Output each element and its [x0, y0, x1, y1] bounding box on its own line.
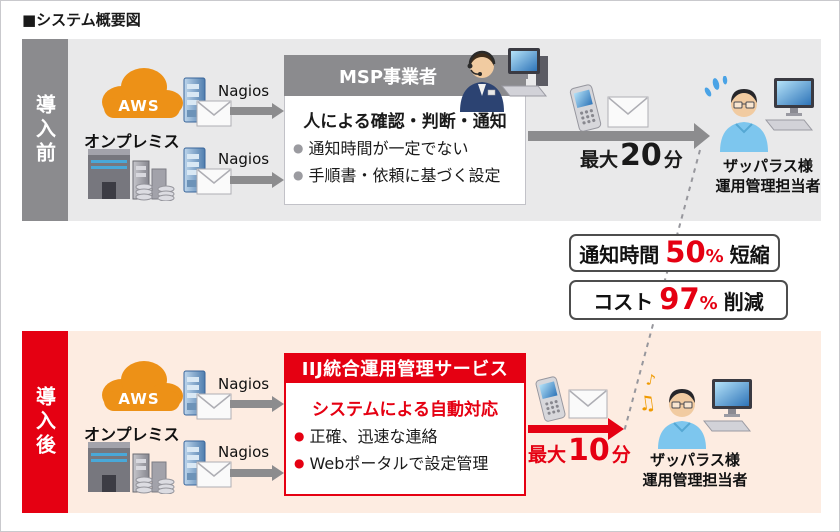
callout-unit: % [705, 245, 724, 267]
duration-suffix: 分 [611, 443, 631, 466]
mail-icon [568, 389, 608, 419]
mail-icon [196, 100, 232, 127]
callout-label: コスト [593, 289, 654, 314]
flow-arrow [230, 400, 272, 408]
mobile-phone-icon [533, 375, 570, 428]
recipient-line2: 運用管理担当者 [642, 470, 748, 489]
aws-cloud-label: AWS [118, 390, 159, 408]
duration-value: 10 [568, 433, 610, 468]
nagios-label: Nagios [218, 375, 270, 393]
aws-cloud-icon: AWS [102, 361, 183, 411]
msp-headline: 人による確認・判断・通知 [303, 112, 507, 132]
iij-bullet-text: Webポータルで設定管理 [309, 454, 489, 473]
recipient-line1: ザッパラス様 [650, 451, 740, 469]
bullet-icon: ● [294, 429, 305, 443]
duration-prefix: 最大 [528, 443, 567, 466]
notify-arrow-fast [528, 425, 608, 433]
aws-cloud-label: AWS [118, 97, 159, 115]
bullet-icon: ● [294, 456, 305, 470]
max-duration: 最大 20 分 [580, 138, 683, 173]
mail-icon [196, 461, 232, 488]
flow-arrow [230, 107, 272, 115]
callout-label: 通知時間 [579, 242, 660, 267]
recipient-label: ザッパラス様 運用管理担当者 [620, 451, 770, 490]
section-before: 導入前 AWS Nagios オンプレミス [22, 39, 821, 221]
callout-percentage: 50 % [665, 235, 724, 270]
msp-bullet: ● 通知時間が一定でない [293, 139, 517, 159]
iij-box-header: IIJ統合運用管理サービス [284, 353, 526, 383]
bullet-icon: ● [293, 141, 304, 155]
recipient-line1: ザッパラス様 [723, 157, 813, 175]
iij-box: IIJ統合運用管理サービス システムによる自動対応 ● 正確、迅速な連絡 ● W… [284, 353, 526, 496]
iij-bullet: ● Webポータルで設定管理 [294, 454, 516, 474]
recipient-label: ザッパラス様 運用管理担当者 [702, 157, 834, 196]
customer-worried-icon [704, 76, 814, 152]
callout-value: 97 [659, 282, 700, 317]
iij-bullet-text: 正確、迅速な連絡 [309, 427, 438, 446]
onprem-datacenter-icon [88, 149, 175, 201]
msp-box-body: 人による確認・判断・通知 ● 通知時間が一定でない ● 手順書・依頼に基づく設定 [284, 96, 526, 205]
notify-arrow [528, 131, 694, 141]
callout-value: 50 [665, 235, 706, 270]
recipient-line2: 運用管理担当者 [715, 176, 821, 195]
msp-bullet: ● 手順書・依頼に基づく設定 [293, 166, 517, 186]
callout-notification-time: 通知時間 50 % 短縮 [569, 234, 780, 272]
mail-icon [196, 393, 232, 420]
iij-box-body: システムによる自動対応 ● 正確、迅速な連絡 ● Webポータルで設定管理 [284, 383, 526, 496]
nagios-label: Nagios [218, 443, 270, 461]
msp-operator-icon [460, 48, 548, 112]
nagios-label: Nagios [218, 82, 270, 100]
aws-cloud-icon: AWS [102, 68, 183, 118]
msp-bullet-text: 手順書・依頼に基づく設定 [308, 166, 501, 185]
nagios-label: Nagios [218, 150, 270, 168]
duration-value: 20 [620, 138, 662, 173]
page-title: ■システム概要図 [22, 11, 141, 29]
callout-percentage: 97 % [659, 282, 718, 317]
mobile-phone-icon [567, 83, 604, 138]
before-band-label: 導入前 [22, 39, 68, 221]
onprem-label: オンプレミス [84, 132, 180, 151]
after-band-label: 導入後 [22, 331, 68, 513]
iij-bullet: ● 正確、迅速な連絡 [294, 427, 516, 447]
onprem-datacenter-icon [88, 442, 175, 494]
callout-unit: % [699, 292, 718, 314]
msp-bullet-text: 通知時間が一定でない [308, 139, 469, 158]
duration-suffix: 分 [663, 148, 683, 171]
callout-result: 短縮 [729, 242, 770, 267]
iij-headline: システムによる自動対応 [312, 400, 498, 420]
flow-arrow [230, 469, 272, 477]
onprem-label: オンプレミス [84, 425, 180, 444]
bullet-icon: ● [293, 168, 304, 182]
callout-result: 削減 [723, 289, 764, 314]
nagios-server-icon [183, 147, 206, 193]
duration-prefix: 最大 [580, 148, 619, 171]
callout-cost: コスト 97 % 削減 [569, 280, 788, 320]
customer-happy-icon [658, 379, 752, 449]
section-after: 導入後 AWS Nagios オンプレミス [22, 331, 821, 513]
mail-icon [196, 168, 232, 195]
mail-icon [607, 96, 649, 128]
max-duration: 最大 10 分 [528, 433, 631, 468]
flow-arrow [230, 176, 272, 184]
